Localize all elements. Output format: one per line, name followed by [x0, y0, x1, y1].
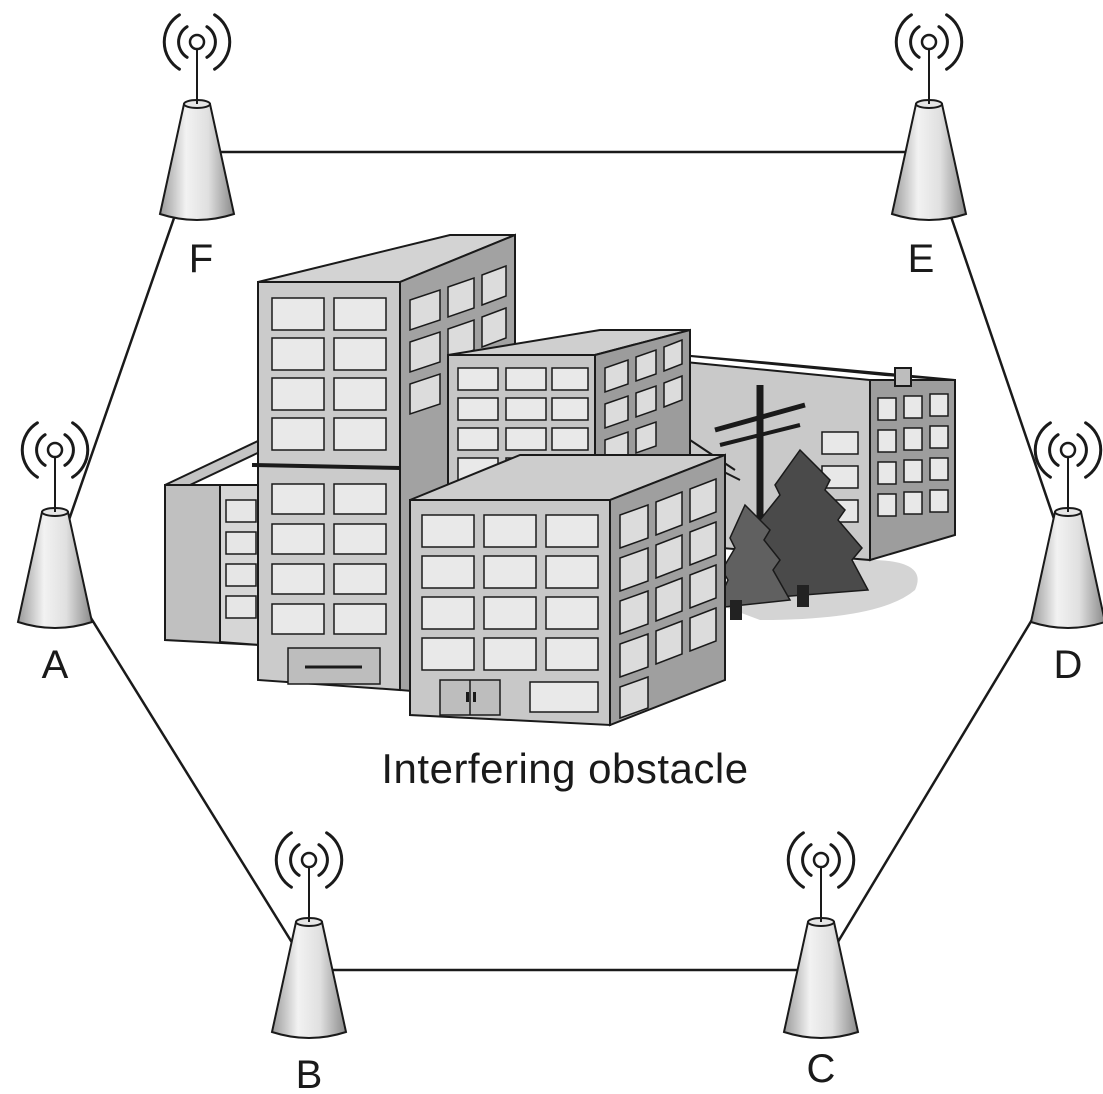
- link-b-a: [53, 559, 311, 971]
- radio-tower-icon: [1029, 441, 1103, 629]
- radio-tower-icon: [16, 441, 94, 629]
- trees: [713, 448, 870, 620]
- links-layer: [53, 150, 1070, 972]
- node-f: F: [158, 13, 236, 281]
- radio-tower-icon: [890, 33, 968, 221]
- buildings-icon: [164, 233, 956, 727]
- radio-waves-icon: [162, 13, 232, 71]
- node-a: A: [16, 421, 94, 687]
- radio-waves-icon: [274, 831, 344, 889]
- node-label-a: A: [42, 643, 69, 687]
- link-d-c: [819, 559, 1070, 971]
- link-a-f: [53, 151, 199, 561]
- radio-waves-icon: [786, 831, 856, 889]
- building-front: [409, 453, 726, 727]
- node-label-d: D: [1054, 643, 1083, 687]
- nodes-layer: A B C D E F: [16, 13, 1103, 1094]
- radio-tower-icon: [270, 851, 348, 1039]
- obstacle-caption: Interfering obstacle: [381, 745, 748, 792]
- building-middle-upper: [447, 328, 691, 507]
- radio-waves-icon: [1033, 421, 1103, 479]
- radio-tower-icon: [158, 33, 236, 221]
- node-label-c: C: [807, 1047, 836, 1091]
- radio-waves-icon: [20, 421, 90, 479]
- node-c: C: [782, 831, 860, 1091]
- building-left: [164, 439, 286, 647]
- link-e-d: [927, 151, 1070, 561]
- node-d: D: [1029, 421, 1103, 687]
- node-label-e: E: [908, 237, 935, 281]
- node-label-f: F: [189, 237, 213, 281]
- node-label-b: B: [296, 1053, 323, 1094]
- node-b: B: [270, 831, 348, 1094]
- radio-tower-icon: [782, 851, 860, 1039]
- radio-waves-icon: [894, 13, 964, 71]
- node-e: E: [890, 13, 968, 281]
